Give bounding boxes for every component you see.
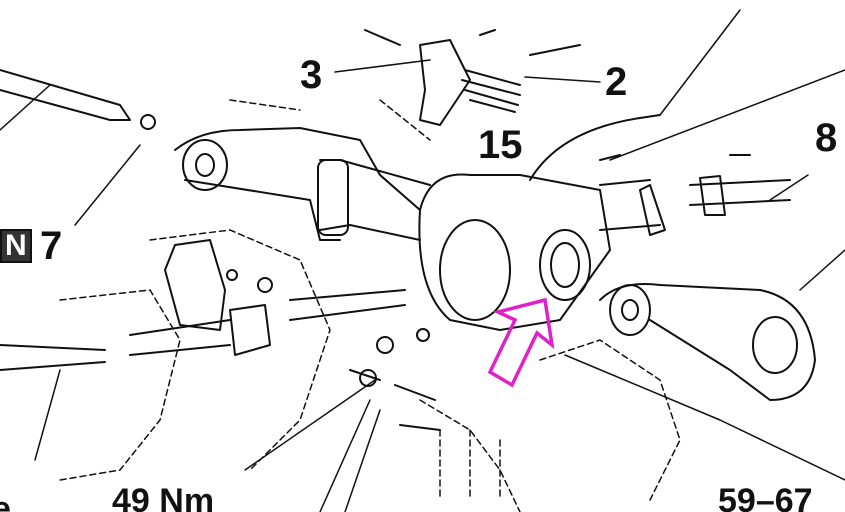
callout-n-box: N [0,229,32,263]
left-arm [174,127,421,241]
spring-bracket [419,39,471,126]
torque-label-left: 49 Nm [112,482,215,512]
right-drive-shaft [689,175,791,216]
differential-housing [418,173,611,331]
sensor-wire [529,114,661,181]
callout-15: 15 [478,123,523,167]
callout-3: 3 [300,53,323,97]
partial-label-left: e [0,490,11,512]
callout-2: 2 [605,60,628,104]
left-drive-shaft [0,69,131,121]
leader-lines [0,9,845,512]
torque-label-right: 59–67 [718,482,813,512]
callout-8: 8 [815,116,838,160]
axle-housing [319,159,661,241]
background-outline [59,99,681,512]
callout-7: 7 [40,224,63,268]
highlight-arrow [487,297,555,388]
